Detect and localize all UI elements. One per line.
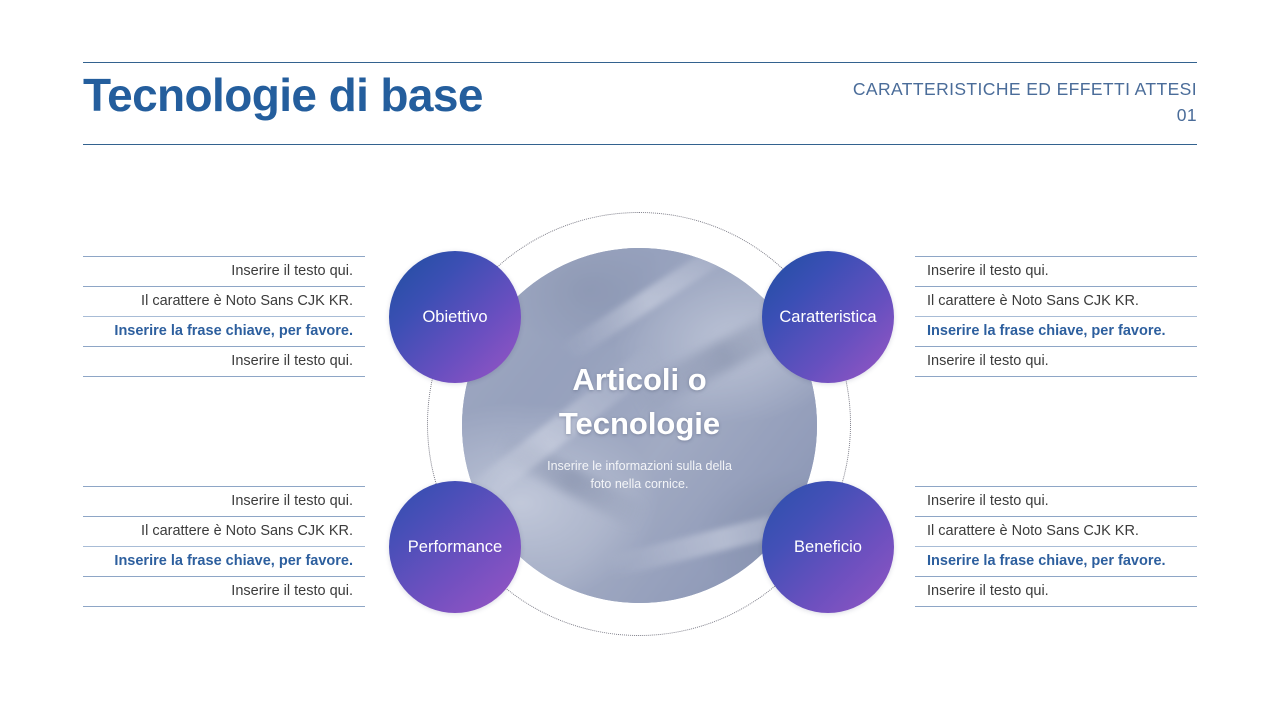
- text-row-key[interactable]: Inserire la frase chiave, per favore.: [83, 546, 365, 576]
- text-row[interactable]: Inserire il testo qui.: [83, 346, 365, 376]
- page-title: Tecnologie di base: [83, 69, 483, 121]
- header-meta: CARATTERISTICHE ED EFFETTI ATTESI 01: [853, 76, 1197, 128]
- center-caption: Articoli o Tecnologie Inserire le inform…: [462, 248, 817, 603]
- node-label: Beneficio: [794, 537, 862, 556]
- text-block-caratteristica: Inserire il testo qui. Il carattere è No…: [915, 256, 1197, 377]
- header-eyebrow: CARATTERISTICHE ED EFFETTI ATTESI: [852, 79, 1197, 99]
- text-row[interactable]: Inserire il testo qui.: [83, 256, 365, 286]
- text-row-key[interactable]: Inserire la frase chiave, per favore.: [915, 316, 1197, 346]
- text-block-performance: Inserire il testo qui. Il carattere è No…: [83, 486, 365, 607]
- text-row[interactable]: Il carattere è Noto Sans CJK KR.: [83, 286, 365, 316]
- text-row[interactable]: Il carattere è Noto Sans CJK KR.: [915, 286, 1197, 316]
- header-rule-bottom: [83, 144, 1197, 145]
- block-rule-bottom: [83, 606, 365, 607]
- center-title: Articoli o Tecnologie: [558, 362, 721, 441]
- text-row[interactable]: Inserire il testo qui.: [915, 576, 1197, 606]
- text-row[interactable]: Inserire il testo qui.: [83, 576, 365, 606]
- node-performance[interactable]: Performance: [389, 481, 521, 613]
- dotted-ring: [427, 212, 851, 636]
- photo-tint-overlay: [462, 248, 817, 603]
- text-row[interactable]: Inserire il testo qui.: [83, 486, 365, 516]
- text-row[interactable]: Inserire il testo qui.: [915, 486, 1197, 516]
- node-label: Performance: [407, 537, 503, 556]
- header-rule-top: [83, 62, 1197, 63]
- text-row[interactable]: Il carattere è Noto Sans CJK KR.: [83, 516, 365, 546]
- text-row[interactable]: Il carattere è Noto Sans CJK KR.: [915, 516, 1197, 546]
- node-obiettivo[interactable]: Obiettivo: [389, 251, 521, 383]
- node-label: Obiettivo: [422, 307, 488, 326]
- center-subtitle: Inserire le informazioni sulla della fot…: [547, 459, 732, 491]
- block-rule-bottom: [915, 376, 1197, 377]
- text-block-obiettivo: Inserire il testo qui. Il carattere è No…: [83, 256, 365, 377]
- header-page-number: 01: [1176, 105, 1197, 125]
- node-label: Caratteristica: [779, 307, 877, 326]
- text-block-beneficio: Inserire il testo qui. Il carattere è No…: [915, 486, 1197, 607]
- text-row-key[interactable]: Inserire la frase chiave, per favore.: [83, 316, 365, 346]
- text-row[interactable]: Inserire il testo qui.: [915, 346, 1197, 376]
- block-rule-bottom: [915, 606, 1197, 607]
- node-beneficio[interactable]: Beneficio: [762, 481, 894, 613]
- text-row-key[interactable]: Inserire la frase chiave, per favore.: [915, 546, 1197, 576]
- center-photo: [462, 248, 817, 603]
- node-caratteristica[interactable]: Caratteristica: [762, 251, 894, 383]
- block-rule-bottom: [83, 376, 365, 377]
- text-row[interactable]: Inserire il testo qui.: [915, 256, 1197, 286]
